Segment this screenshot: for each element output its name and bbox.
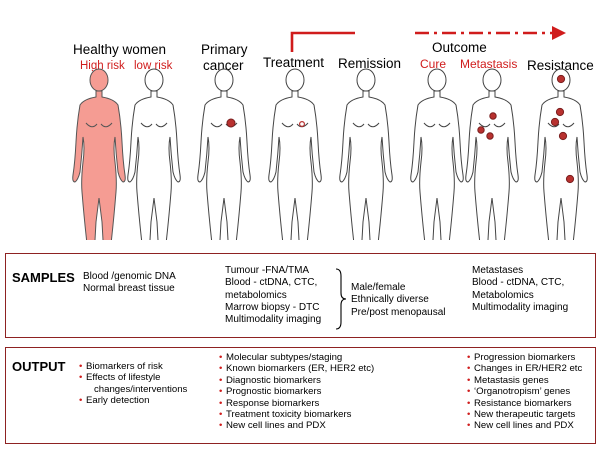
- output-item: •Response biomarkers: [219, 397, 320, 409]
- output-item: •New therapeutic targets: [467, 409, 576, 421]
- body-figures: [72, 26, 588, 240]
- output-item: •New cell lines and PDX: [219, 420, 326, 432]
- label-high-risk: High risk: [80, 60, 125, 72]
- bullet-icon: •: [219, 363, 223, 375]
- resistance-dot: [556, 74, 566, 84]
- samples-box: SAMPLES Blood /genomic DNA Normal breast…: [5, 253, 596, 338]
- samples-col-primary: Tumour -FNA/TMA Blood - ctDNA, CTC, meta…: [225, 265, 321, 326]
- bullet-icon: •: [219, 352, 223, 363]
- figure-primary-cancer: [197, 68, 251, 240]
- resistance-dot: [565, 174, 575, 184]
- output-col-metastasis: •Progression biomarkers •Changes in ER/H…: [467, 352, 582, 432]
- samples-item: Pre/post menopausal: [351, 306, 446, 318]
- label-cure: Cure: [420, 57, 447, 71]
- samples-item: Blood - ctDNA, CTC,: [472, 277, 565, 289]
- tumour-dot: [226, 118, 236, 128]
- label-low-risk: low risk: [134, 60, 173, 72]
- samples-item: Tumour -FNA/TMA: [225, 265, 310, 276]
- treatment-line: [290, 31, 355, 52]
- bullet-icon: •: [79, 361, 83, 372]
- bullet-icon: •: [467, 352, 471, 363]
- label-primary-line2: cancer: [203, 58, 244, 73]
- figure-low-risk: [127, 68, 181, 240]
- output-item: •Effects of lifestyle: [79, 372, 161, 384]
- output-item: •Molecular subtypes/staging: [219, 352, 343, 363]
- output-col-primary: •Molecular subtypes/staging •Known bioma…: [219, 352, 374, 432]
- output-item: •Resistance biomarkers: [467, 397, 572, 409]
- bullet-icon: •: [467, 397, 471, 409]
- output-title: OUTPUT: [12, 359, 66, 374]
- samples-item: Blood /genomic DNA: [83, 271, 176, 282]
- output-box: OUTPUT •Biomarkers of risk •Effects of l…: [5, 347, 596, 444]
- label-remission: Remission: [338, 56, 402, 71]
- samples-title: SAMPLES: [12, 270, 75, 285]
- label-outcome: Outcome: [432, 40, 487, 55]
- figure-treatment: [268, 68, 322, 240]
- output-col-healthy: •Biomarkers of risk •Effects of lifestyl…: [79, 361, 187, 407]
- label-treatment: Treatment: [263, 55, 325, 70]
- label-primary-line1: Primary: [201, 42, 248, 57]
- bullet-icon: •: [467, 420, 471, 432]
- output-item: •Changes in ER/HER2 etc: [467, 363, 583, 375]
- output-item: •Biomarkers of risk: [79, 361, 163, 372]
- samples-col-healthy: Blood /genomic DNA Normal breast tissue: [83, 271, 176, 296]
- outcome-arrowhead: [552, 26, 566, 40]
- samples-item: Blood - ctDNA, CTC,: [225, 277, 318, 289]
- bullet-icon: •: [467, 386, 471, 398]
- output-item: •New cell lines and PDX: [467, 420, 574, 432]
- samples-item: metabolomics: [225, 289, 287, 301]
- samples-item: Ethnically diverse: [351, 294, 429, 306]
- output-item: •Early detection: [79, 395, 150, 407]
- bullet-icon: •: [219, 420, 223, 432]
- samples-col-demographics: Male/female Ethnically diverse Pre/post …: [351, 282, 446, 319]
- output-item-continued: changes/interventions: [86, 383, 188, 395]
- label-healthy-women: Healthy women: [73, 42, 167, 57]
- samples-brace: [335, 268, 347, 330]
- output-item: •‘Organotropism’ genes: [467, 386, 571, 398]
- shrinking-tumour-dot: [298, 121, 306, 128]
- bullet-icon: •: [467, 409, 471, 421]
- samples-item: Multimodality imaging: [472, 301, 569, 313]
- samples-item: Marrow biopsy - DTC: [225, 301, 320, 313]
- output-item: •Known biomarkers (ER, HER2 etc): [219, 363, 375, 375]
- bullet-icon: •: [467, 374, 471, 386]
- figure-resistance: [534, 68, 588, 240]
- output-item: •Prognostic biomarkers: [219, 386, 322, 398]
- metastasis-dot: [489, 112, 497, 120]
- label-resistance: Resistance: [527, 58, 594, 73]
- samples-item: Multimodality imaging: [225, 314, 322, 326]
- resistance-dot: [550, 117, 560, 127]
- metastasis-dot: [486, 132, 494, 140]
- resistance-dot: [555, 107, 565, 117]
- figure-metastasis: [465, 68, 519, 240]
- output-item: •Diagnostic biomarkers: [219, 374, 321, 386]
- bullet-icon: •: [467, 363, 471, 375]
- output-item: •Progression biomarkers: [467, 352, 576, 363]
- bullet-icon: •: [79, 372, 83, 384]
- samples-item: Male/female: [351, 282, 406, 293]
- bullet-icon: •: [79, 395, 83, 407]
- figure-high-risk: [72, 68, 126, 240]
- bullet-icon: •: [219, 386, 223, 398]
- output-item: •Metastasis genes: [467, 374, 549, 386]
- resistance-dot: [558, 131, 568, 141]
- output-item: •Treatment toxicity biomarkers: [219, 409, 352, 421]
- samples-item: Normal breast tissue: [83, 283, 175, 295]
- samples-col-metastases: Metastases Blood - ctDNA, CTC, Metabolom…: [472, 265, 568, 314]
- figure-cure: [410, 68, 464, 240]
- bullet-icon: •: [219, 397, 223, 409]
- figure-remission: [339, 68, 393, 240]
- label-metastasis: Metastasis: [460, 57, 518, 71]
- bullet-icon: •: [219, 409, 223, 421]
- samples-item: Metabolomics: [472, 289, 534, 301]
- metastasis-dot: [477, 126, 485, 134]
- samples-item: Metastases: [472, 265, 524, 276]
- bullet-icon: •: [219, 374, 223, 386]
